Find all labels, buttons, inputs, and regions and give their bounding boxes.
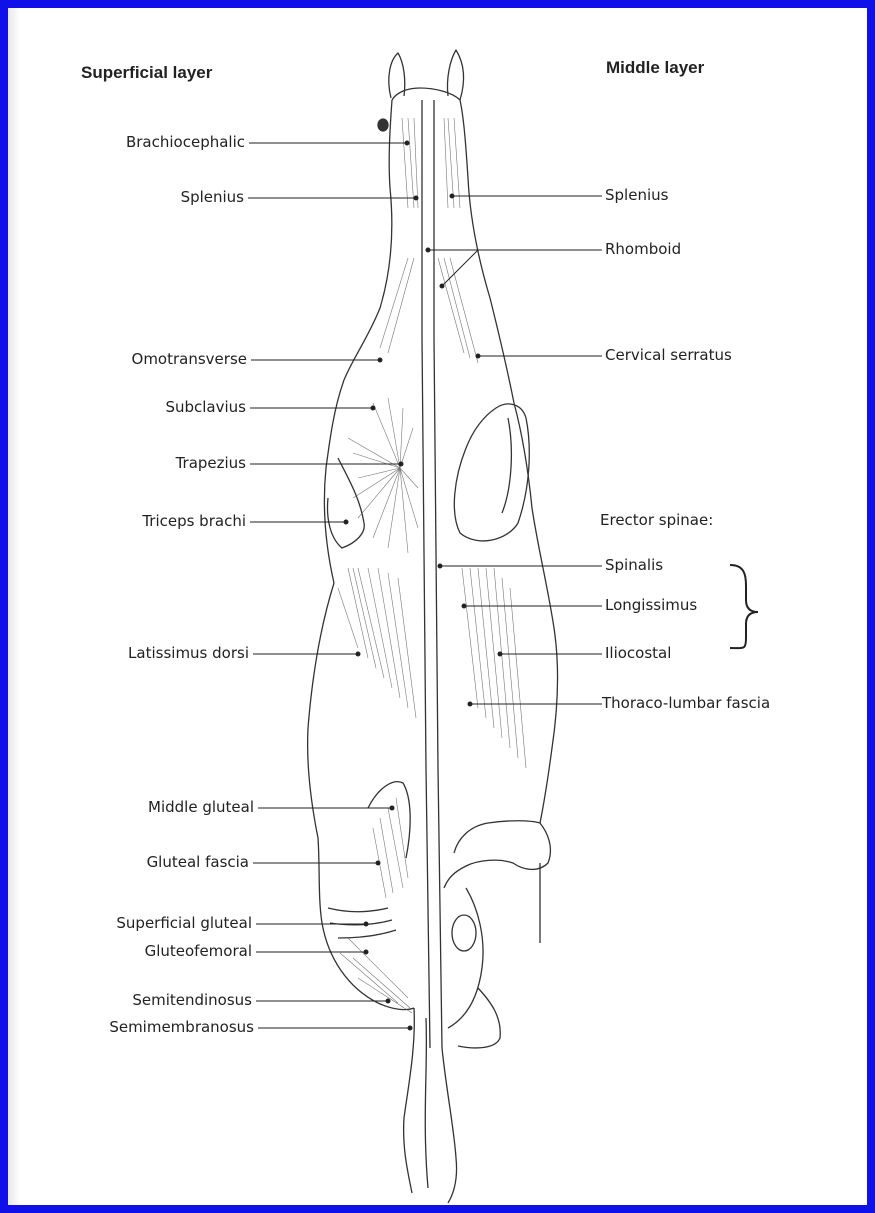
- scapula-spine: [502, 418, 511, 513]
- middle-gluteal-outline: [368, 782, 410, 858]
- ischium: [458, 988, 500, 1048]
- triceps-bulge: [328, 458, 365, 548]
- label-rhomboid: Rhomboid: [605, 240, 681, 258]
- superficial-layer-heading: Superficial layer: [81, 63, 212, 83]
- label-semimembranosus: Semimembranosus: [109, 1018, 254, 1036]
- right-ear: [447, 50, 463, 100]
- horse-muscle-diagram: Superficial layer Middle layer Brachioce…: [8, 8, 867, 1205]
- right-leader-lines: [426, 194, 602, 706]
- label-splenius-left: Splenius: [181, 188, 244, 206]
- tail-left: [404, 1008, 415, 1193]
- obturator-foramen: [452, 915, 476, 951]
- label-spinalis: Spinalis: [605, 556, 663, 574]
- pelvis-side: [448, 888, 483, 1028]
- label-subclavius: Subclavius: [165, 398, 246, 416]
- label-longissimus: Longissimus: [605, 596, 697, 614]
- label-gluteofemoral: Gluteofemoral: [145, 942, 252, 960]
- label-erector-spinae: Erector spinae:: [600, 511, 713, 529]
- diagram-frame: Superficial layer Middle layer Brachioce…: [8, 8, 867, 1205]
- label-trapezius: Trapezius: [176, 454, 246, 472]
- label-iliocostal: Iliocostal: [605, 644, 671, 662]
- label-omotransverse: Omotransverse: [132, 350, 247, 368]
- pelvis-crest: [444, 823, 550, 888]
- label-thoraco-lumbar-fascia: Thoraco-lumbar fascia: [602, 694, 770, 712]
- right-scapula: [454, 404, 529, 541]
- middle-layer-heading: Middle layer: [606, 58, 704, 78]
- eye: [378, 119, 388, 131]
- label-semitendinosus: Semitendinosus: [132, 991, 252, 1009]
- label-triceps-brachi: Triceps brachi: [142, 512, 246, 530]
- torso-right-outline: [514, 403, 558, 823]
- label-gluteal-fascia: Gluteal fascia: [147, 853, 249, 871]
- spine-right: [434, 100, 442, 1048]
- erector-spinae-brace: [730, 565, 758, 648]
- label-brachiocephalic: Brachiocephalic: [126, 133, 245, 151]
- label-middle-gluteal: Middle gluteal: [148, 798, 254, 816]
- shoulder-left-outline: [324, 380, 344, 583]
- gluteal-fibers: [328, 908, 396, 938]
- tail-mid: [425, 1018, 428, 1188]
- label-splenius-right: Splenius: [605, 186, 668, 204]
- label-cervical-serratus: Cervical serratus: [605, 346, 732, 364]
- label-superficial-gluteal: Superficial gluteal: [116, 914, 252, 932]
- torso-left-outline: [308, 583, 414, 1010]
- spine-left: [422, 100, 430, 1048]
- label-latissimus-dorsi: Latissimus dorsi: [128, 644, 249, 662]
- neck-left-outline: [344, 100, 392, 380]
- tail-right: [442, 1048, 457, 1203]
- pelvis-top: [454, 821, 540, 853]
